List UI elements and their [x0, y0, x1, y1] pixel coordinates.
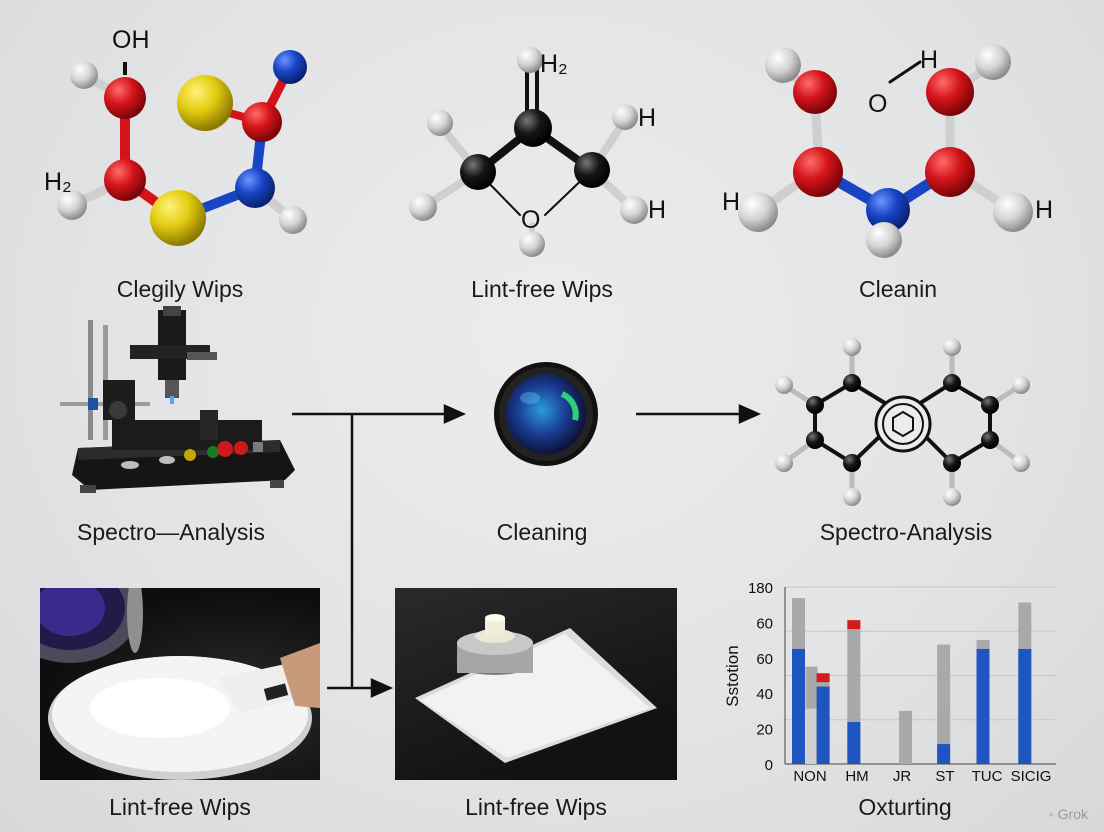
- oxygen-atom: [104, 159, 146, 201]
- x-tick-label: ST: [935, 768, 954, 785]
- bar-segment-blue: [816, 686, 830, 764]
- nitrogen-atom: [273, 50, 307, 84]
- caption-top-right: Cleanin: [859, 276, 937, 302]
- spectrometer-apparatus: [60, 306, 295, 493]
- oxygen-atom: [793, 147, 843, 197]
- atom-label: H: [920, 46, 938, 74]
- oxygen-atom: [926, 68, 974, 116]
- grok-icon: ◦: [1048, 806, 1058, 822]
- hydrogen-atom: [57, 190, 87, 220]
- atom-label: H₂: [44, 168, 72, 196]
- oxygen-atom: [793, 70, 837, 114]
- y-tick-label: 60: [756, 651, 773, 668]
- caption-bottom-left: Lint-free Wips: [109, 794, 251, 820]
- watermark-text: Grok: [1057, 806, 1088, 822]
- sulfur-atom: [177, 75, 233, 131]
- oxygen-atom: [104, 77, 146, 119]
- chart-xlabel: Oxturting: [858, 794, 952, 820]
- hydrogen-atom: [70, 61, 98, 89]
- sulfur-atom: [150, 190, 206, 246]
- hydrogen-atom: [975, 44, 1011, 80]
- hydrogen-atom: [519, 231, 545, 257]
- bar-segment: [805, 708, 818, 764]
- bar-segment-blue: [792, 648, 805, 764]
- atom-label: H₂: [540, 50, 568, 78]
- x-tick-label: TUC: [972, 768, 1003, 785]
- atom-label: O: [521, 206, 540, 234]
- nitrogen-atom: [866, 188, 910, 232]
- hydrogen-atom: [612, 104, 638, 130]
- caption-mid-right: Spectro-Analysis: [819, 519, 993, 545]
- y-tick-label: 20: [756, 722, 773, 739]
- watermark: ◦ Grok: [1049, 806, 1088, 822]
- lens-illustration: [494, 362, 598, 466]
- hydrogen-atom: [866, 222, 902, 258]
- photo-wipe-on-lens: [40, 588, 320, 780]
- atom-label: O: [868, 90, 887, 118]
- bar: [899, 710, 913, 764]
- y-tick-label: 0: [765, 757, 773, 774]
- hydrogen-atom: [279, 206, 307, 234]
- caption-mid-center: Cleaning: [496, 519, 588, 545]
- atom-label: H: [1035, 196, 1053, 224]
- hydrogen-atom: [409, 193, 437, 221]
- hydrogen-atom: [765, 47, 801, 83]
- atom-label: H: [648, 196, 666, 224]
- y-tick-label: 180: [748, 580, 773, 597]
- atom-label: OH: [112, 26, 150, 54]
- hydrogen-atom: [427, 110, 453, 136]
- nitrogen-atom: [235, 168, 275, 208]
- bar-segment-blue: [847, 721, 861, 764]
- aromatic-atoms: [775, 338, 1030, 506]
- atom-label: H: [722, 188, 740, 216]
- x-tick-label: NON: [793, 768, 826, 785]
- y-axis-label: Sstotion: [723, 645, 742, 706]
- flow-arrows: [292, 404, 762, 698]
- y-tick-label: 60: [756, 615, 773, 632]
- hydrogen-atom: [738, 192, 778, 232]
- bar-segment-blue: [976, 648, 990, 764]
- bar-segment-blue: [1018, 648, 1032, 764]
- x-tick-label: JR: [893, 768, 912, 785]
- x-tick-label: SICIG: [1011, 768, 1052, 785]
- hydrogen-atom: [517, 47, 543, 73]
- photo-wipe-with-canister: [395, 588, 677, 780]
- caption-top-mid: Lint-free Wips: [471, 276, 613, 302]
- carbon-atom: [574, 152, 610, 188]
- atom-label: H: [638, 104, 656, 132]
- carbon-atom: [514, 109, 552, 147]
- y-tick-label: 40: [756, 686, 773, 703]
- caption-bottom-mid: Lint-free Wips: [465, 794, 607, 820]
- bar-segment-blue: [937, 744, 951, 764]
- bar-segment-red: [816, 673, 830, 683]
- caption-top-left: Clegily Wips: [116, 276, 244, 302]
- oxygen-atom: [242, 102, 282, 142]
- bar-segment-red: [847, 620, 861, 630]
- hydrogen-atom: [993, 192, 1033, 232]
- oxygen-atom: [925, 147, 975, 197]
- bar: [937, 644, 951, 764]
- x-tick-label: HM: [845, 768, 868, 785]
- caption-mid-left: Spectro—Analysis: [77, 519, 265, 545]
- carbon-atom: [460, 154, 496, 190]
- hydrogen-atom: [620, 196, 648, 224]
